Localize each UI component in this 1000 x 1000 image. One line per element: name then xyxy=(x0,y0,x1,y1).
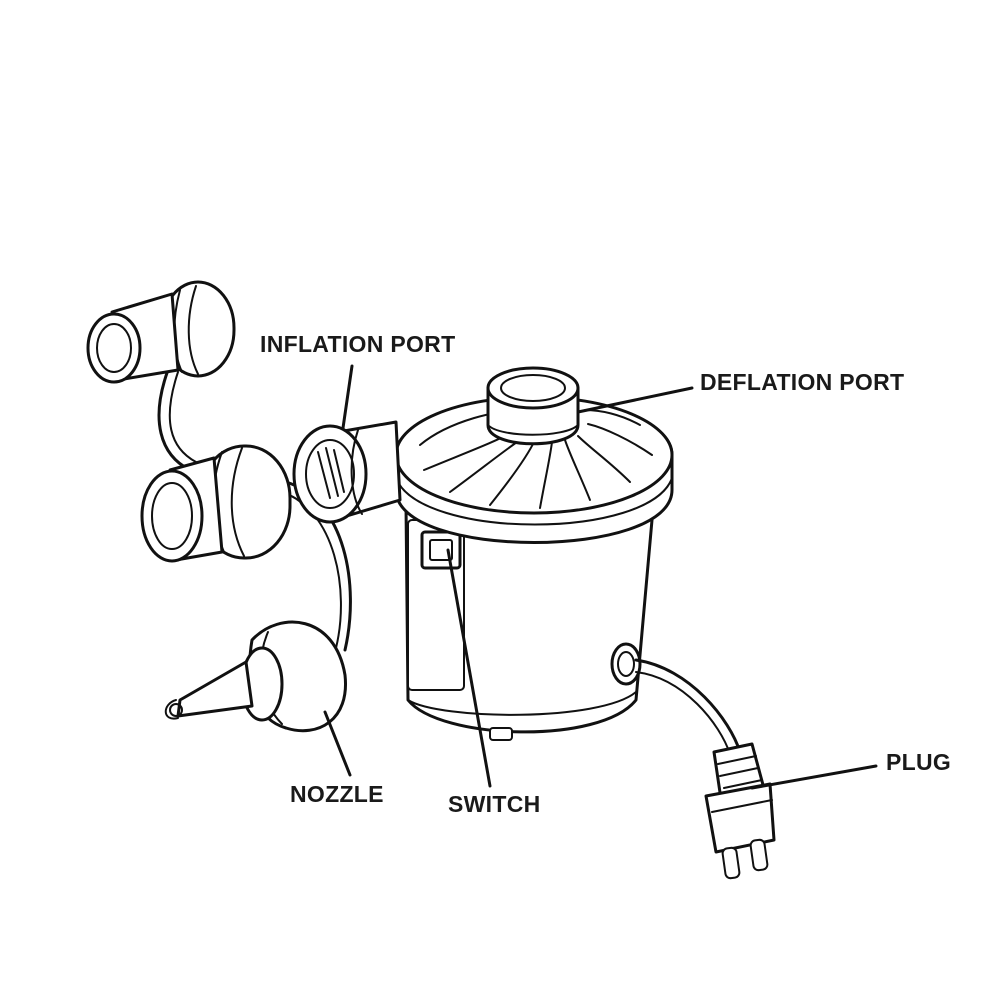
connector-tube-top-inner xyxy=(168,371,197,463)
cable-grommet xyxy=(610,642,642,686)
large-nozzle xyxy=(86,280,236,384)
leader-plug xyxy=(750,764,878,790)
medium-nozzle xyxy=(140,444,292,563)
label-inflation-port: INFLATION PORT xyxy=(260,331,455,357)
pump-body xyxy=(292,366,674,741)
label-switch: SWITCH xyxy=(448,791,541,817)
label-plug: PLUG xyxy=(886,749,951,775)
label-nozzle: NOZZLE xyxy=(290,781,384,807)
leader-inflation-port xyxy=(341,364,354,430)
pump-housing xyxy=(404,503,654,734)
inflation-port-body xyxy=(292,420,402,524)
connector-tube-top xyxy=(157,368,192,472)
power-cord xyxy=(634,658,742,755)
label-deflation-port: DEFLATION PORT xyxy=(700,369,904,395)
small-nozzle xyxy=(164,620,347,733)
leader-deflation-port xyxy=(576,386,694,414)
leader-switch xyxy=(446,548,492,788)
nozzle-attachments xyxy=(86,280,352,733)
plug xyxy=(704,742,776,880)
leader-nozzle xyxy=(323,710,352,777)
